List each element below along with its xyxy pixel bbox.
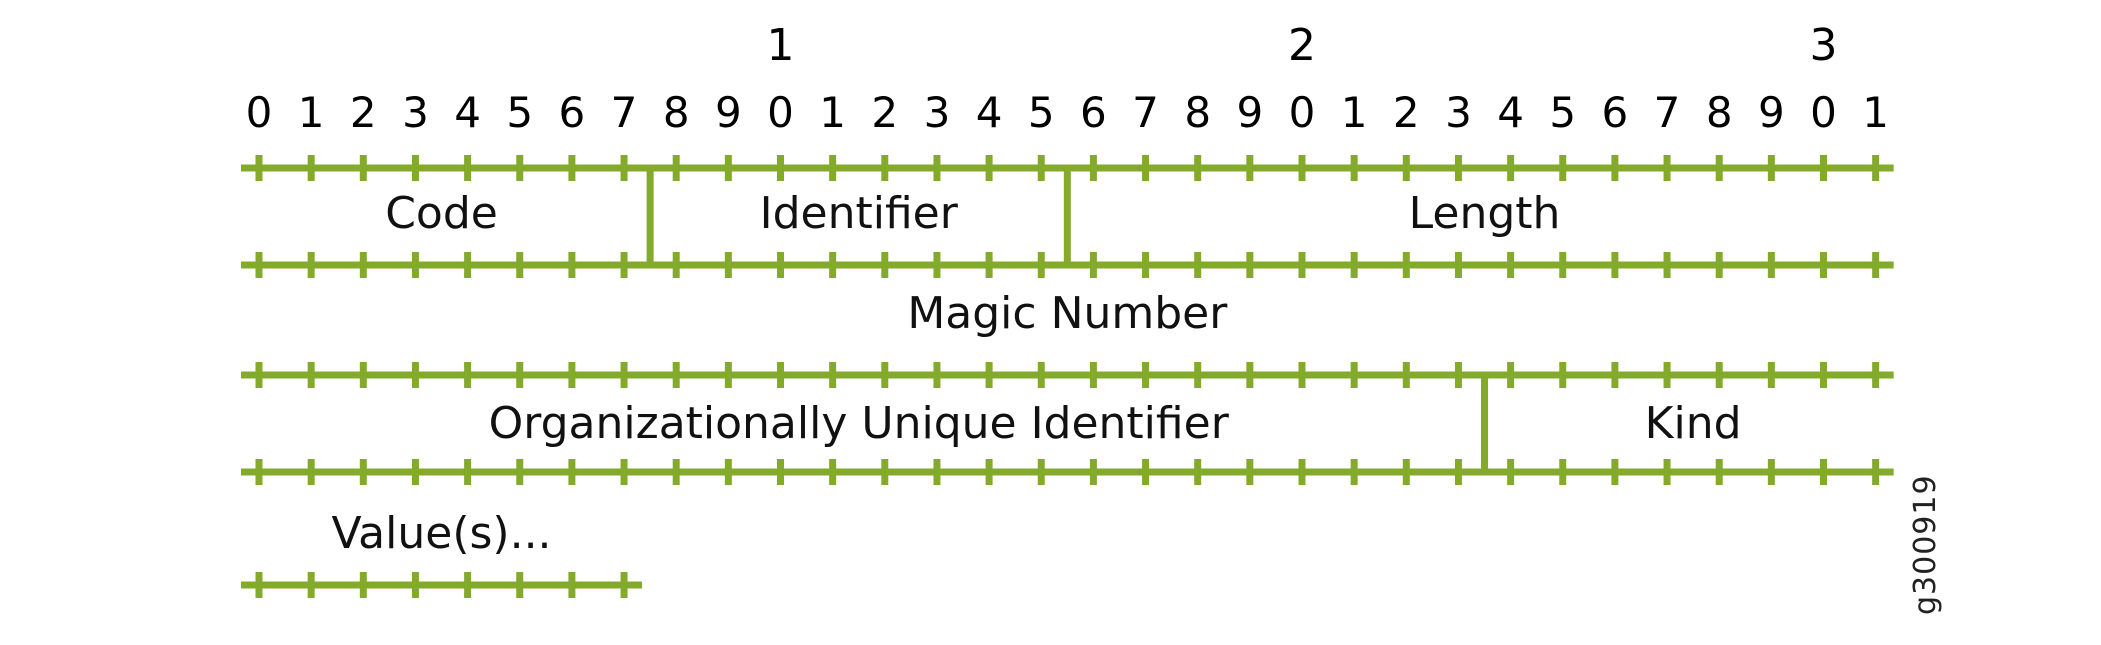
bit-number-1: 1 bbox=[298, 88, 325, 137]
bit-number-6: 6 bbox=[559, 88, 586, 137]
bit-number-15: 5 bbox=[1028, 88, 1055, 137]
field-label-row-1-0: Code bbox=[385, 188, 498, 239]
byte-marker-group: 1 2 3 bbox=[767, 20, 1838, 71]
bit-number-29: 9 bbox=[1758, 88, 1785, 137]
field-label-row-2-0: Magic Number bbox=[907, 288, 1228, 339]
bit-number-13: 3 bbox=[924, 88, 951, 137]
bit-number-19: 9 bbox=[1236, 88, 1263, 137]
bit-number-10: 0 bbox=[767, 88, 794, 137]
bit-number-2: 2 bbox=[350, 88, 377, 137]
bit-number-31: 1 bbox=[1862, 88, 1889, 137]
field-label-row-1-2: Length bbox=[1409, 188, 1561, 239]
field-label-row-4-0: Value(s)... bbox=[332, 508, 552, 559]
bit-number-11: 1 bbox=[819, 88, 846, 137]
bit-number-28: 8 bbox=[1706, 88, 1733, 137]
bit-number-14: 4 bbox=[976, 88, 1003, 137]
bit-number-7: 7 bbox=[611, 88, 638, 137]
bit-number-22: 2 bbox=[1393, 88, 1420, 137]
bit-number-4: 4 bbox=[454, 88, 481, 137]
field-separator-group bbox=[646, 168, 1489, 472]
bit-number-9: 9 bbox=[715, 88, 742, 137]
bit-number-30: 0 bbox=[1810, 88, 1837, 137]
byte-marker-2: 2 bbox=[1288, 20, 1316, 71]
byte-marker-3: 3 bbox=[1810, 20, 1838, 71]
field-label-row-3-1: Kind bbox=[1645, 398, 1742, 449]
bit-number-12: 2 bbox=[871, 88, 898, 137]
bit-number-21: 1 bbox=[1341, 88, 1368, 137]
bit-number-3: 3 bbox=[402, 88, 429, 137]
bit-number-5: 5 bbox=[506, 88, 533, 137]
bit-number-20: 0 bbox=[1289, 88, 1316, 137]
field-label-row-1-1: Identifier bbox=[760, 188, 959, 239]
bit-number-8: 8 bbox=[663, 88, 690, 137]
byte-marker-1: 1 bbox=[767, 20, 795, 71]
bit-number-23: 3 bbox=[1445, 88, 1472, 137]
bit-number-25: 5 bbox=[1549, 88, 1576, 137]
bit-number-18: 8 bbox=[1184, 88, 1211, 137]
watermark-group: g300919 bbox=[1908, 474, 1943, 615]
bit-number-16: 6 bbox=[1080, 88, 1107, 137]
bit-number-27: 7 bbox=[1654, 88, 1681, 137]
watermark-label: g300919 bbox=[1908, 474, 1943, 615]
field-label-row-3-0: Organizationally Unique Identifier bbox=[489, 398, 1230, 449]
bit-number-26: 6 bbox=[1602, 88, 1629, 137]
bit-number-17: 7 bbox=[1132, 88, 1159, 137]
bit-number-0: 0 bbox=[246, 88, 273, 137]
bit-number-24: 4 bbox=[1497, 88, 1524, 137]
